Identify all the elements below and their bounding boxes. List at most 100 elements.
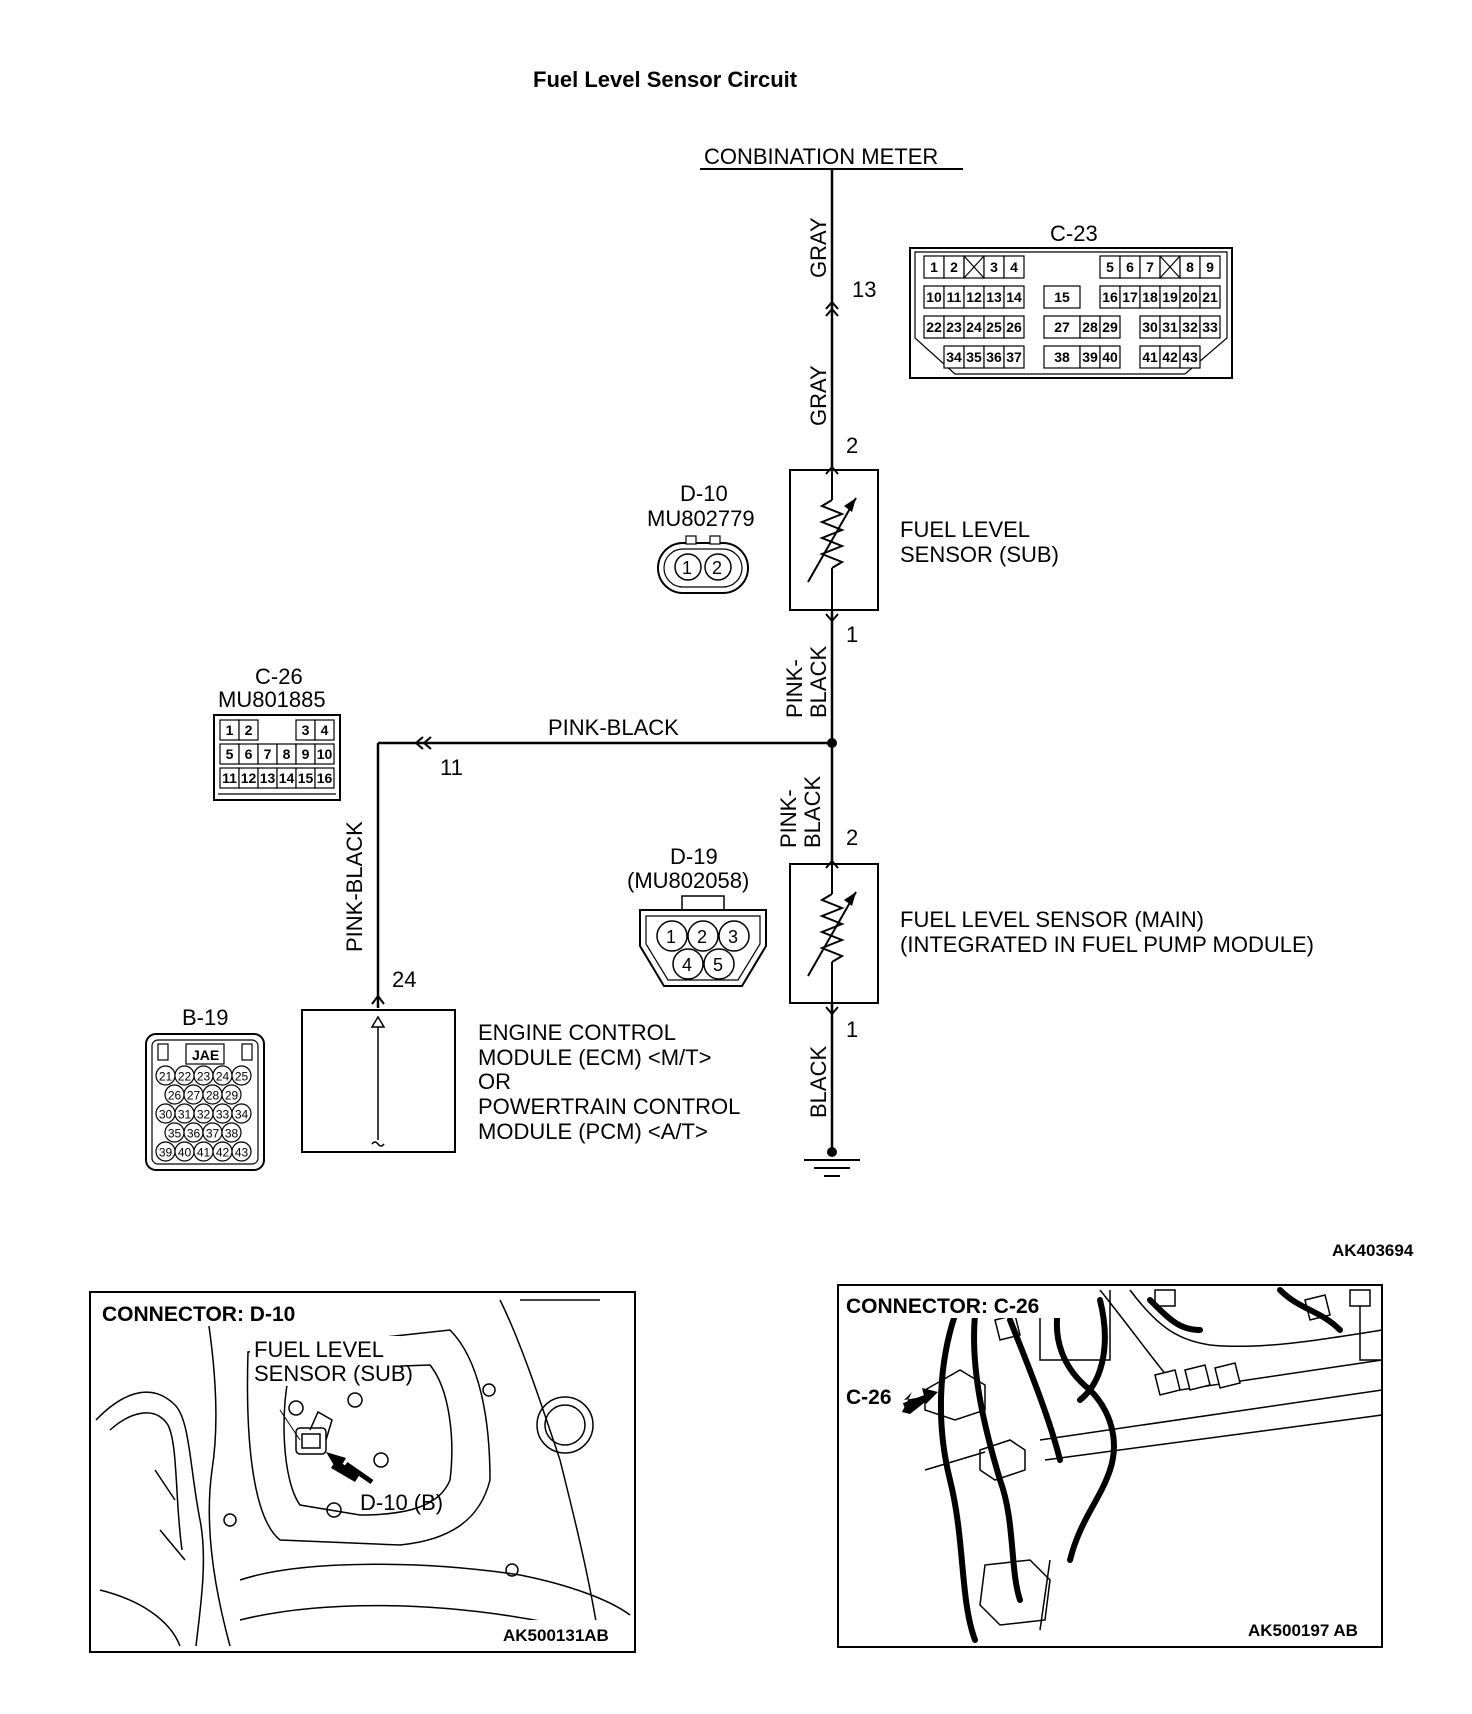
c23-pin-label: 18: [1142, 289, 1158, 305]
c23-pin-label: 21: [1202, 289, 1218, 305]
connector-d19-pin-3: 3: [728, 927, 738, 947]
c26-pin: 10: [314, 743, 335, 765]
connector-d19-pin-2: 2: [697, 927, 707, 947]
c23-pin-label: 41: [1142, 349, 1158, 365]
c23-pin-label: 9: [1206, 259, 1214, 275]
c23-pin: 8: [1179, 255, 1201, 279]
b19-pin-label: 30: [159, 1108, 173, 1122]
wire-label-pink-black-1a: PINK-: [782, 659, 807, 718]
c26-pin: 7: [257, 743, 278, 765]
c23-pin: 19: [1159, 285, 1181, 309]
c23-pin-label: 28: [1082, 319, 1098, 335]
c23-pin: 1: [923, 255, 945, 279]
c23-pin-label: 32: [1182, 319, 1198, 335]
c23-pin: 7: [1139, 255, 1161, 279]
c23-pin: 6: [1119, 255, 1141, 279]
b19-pin: 39: [155, 1141, 176, 1162]
c23-pin: 33: [1199, 315, 1221, 339]
c26-pin: 15: [295, 767, 316, 789]
ecm-label-5: MODULE (PCM) <A/T>: [478, 1119, 708, 1144]
wire-label-pink-black-left: PINK-BLACK: [342, 821, 367, 952]
photo-d10-callout-2: SENSOR (SUB): [254, 1361, 413, 1386]
b19-pin-label: 38: [225, 1127, 239, 1141]
b19-pin-label: 28: [206, 1089, 220, 1103]
c23-pin-label: 3: [990, 259, 998, 275]
c23-pin-label: 19: [1162, 289, 1178, 305]
blank-cavity-mark: [963, 255, 985, 279]
b19-pin-label: 43: [235, 1146, 249, 1160]
b19-pin: 25: [231, 1065, 252, 1086]
c23-pin-label: 23: [946, 319, 962, 335]
c23-pin-label: 7: [1146, 259, 1154, 275]
c26-pin-label: 14: [279, 770, 295, 786]
b19-pin: 28: [202, 1084, 223, 1105]
photo-c26-code: AK500197 AB: [1248, 1621, 1358, 1640]
pin-11-label: 11: [440, 755, 463, 780]
c23-pin: 4: [1003, 255, 1025, 279]
b19-pin: 23: [193, 1065, 214, 1086]
c23-pin: 25: [983, 315, 1005, 339]
c23-pin-label: 16: [1102, 289, 1118, 305]
ecm-module: [301, 994, 456, 1153]
pin-24-label: 24: [392, 967, 416, 992]
b19-pin: 43: [231, 1141, 252, 1162]
c26-pin: 11: [219, 767, 240, 789]
fuel-level-sensor-main: [789, 859, 879, 1016]
b19-pin-label: 34: [235, 1108, 249, 1122]
c26-pin: 3: [295, 719, 316, 741]
b19-pin-label: 22: [178, 1070, 192, 1084]
b19-pin: 31: [174, 1103, 195, 1124]
c26-pin-label: 15: [298, 770, 314, 786]
c26-pin-label: 16: [317, 770, 333, 786]
b19-pin-label: 25: [235, 1070, 249, 1084]
c26-pin: 13: [257, 767, 278, 789]
c23-pin: 5: [1099, 255, 1121, 279]
b19-pin: 35: [164, 1122, 185, 1143]
b19-pin: 21: [155, 1065, 176, 1086]
c23-pin: 43: [1179, 345, 1201, 369]
pin-2-main-label: 2: [846, 825, 858, 850]
c23-pin: 15: [1043, 285, 1081, 309]
c26-pin: 5: [219, 743, 240, 765]
b19-pin-label: 39: [159, 1146, 173, 1160]
c23-pin: 9: [1199, 255, 1221, 279]
b19-pin: 42: [212, 1141, 233, 1162]
c26-pin-label: 11: [222, 770, 237, 786]
c23-pin: 27: [1043, 315, 1081, 339]
fuel-level-sensor-sub: [789, 465, 879, 623]
b19-pin: 36: [183, 1122, 204, 1143]
c26-pin: 4: [314, 719, 335, 741]
c23-pin: 32: [1179, 315, 1201, 339]
b19-pin: 37: [202, 1122, 223, 1143]
combination-meter-label: CONBINATION METER: [704, 144, 938, 169]
b19-pin: 29: [221, 1084, 242, 1105]
sensor-main-label-1: FUEL LEVEL SENSOR (MAIN): [900, 907, 1204, 932]
pin-13-label: 13: [852, 277, 876, 302]
c23-pin: 3: [983, 255, 1005, 279]
connector-d10-pin-1: 1: [682, 558, 692, 578]
connector-d10: D-10 MU802779 1 2: [647, 481, 755, 594]
b19-pin-label: 32: [197, 1108, 211, 1122]
c23-pin-label: 40: [1102, 349, 1118, 365]
wire-label-black: BLACK: [806, 1046, 831, 1118]
connector-d10-part: MU802779: [647, 506, 755, 531]
b19-pin-label: 26: [168, 1089, 182, 1103]
c26-pin: 14: [276, 767, 297, 789]
c23-pin-label: 1: [930, 259, 938, 275]
b19-pin: 30: [155, 1103, 176, 1124]
b19-pin: 38: [221, 1122, 242, 1143]
wire-label-pink-black-h: PINK-BLACK: [548, 715, 679, 740]
b19-pin: 34: [231, 1103, 252, 1124]
b19-pin: 41: [193, 1141, 214, 1162]
c23-pin: 26: [1003, 315, 1025, 339]
b19-pin: 26: [164, 1084, 185, 1105]
c23-pin-label: 22: [926, 319, 942, 335]
wire-label-pink-black-2a: PINK-: [776, 789, 801, 848]
c23-pin: 10: [923, 285, 945, 309]
connector-d19: D-19 (MU802058) 1 2 3 4 5: [627, 844, 767, 987]
b19-pin: 22: [174, 1065, 195, 1086]
